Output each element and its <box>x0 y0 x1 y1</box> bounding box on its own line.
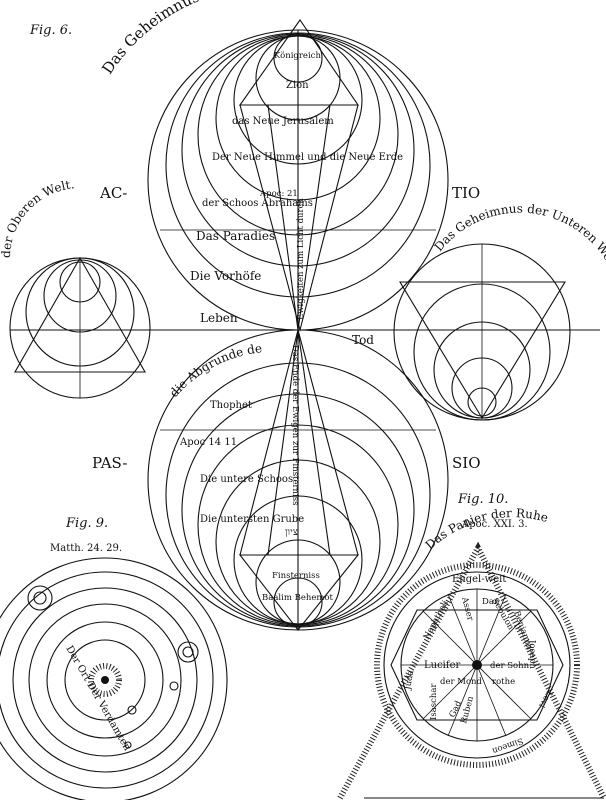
upper-world-diagram: der Oberen Welt. <box>0 177 151 399</box>
fig9-reference: Matth. 24. 29. <box>50 543 122 554</box>
fig10-label: Fig. 10. <box>457 492 508 507</box>
fig6-diagram: Fig. 6. Das Geheimnus der Natur <box>0 0 600 631</box>
label-tod: Tod <box>352 333 374 347</box>
label-untersten-grube: Die untersten Grube <box>200 514 304 525</box>
fig10-engel-welt: Engel-welt <box>452 574 506 585</box>
label-konigreich: Königreich <box>274 51 321 61</box>
label-neue-jerusalem: das Neue Jerusalem <box>232 116 334 127</box>
fig10-reference: Apoc. XXI. 3. <box>461 519 528 530</box>
passio-left: PAS- <box>92 454 127 472</box>
fig10-juda: Juda <box>403 670 416 692</box>
label-leben: Leben <box>200 311 238 325</box>
label-zion: Zion <box>286 80 309 91</box>
label-thophet: Thophet <box>210 400 252 411</box>
fig10-joseph: Joseph <box>527 639 537 669</box>
axis-text-up: Ewigkeiten zum Licht durch <box>296 198 306 320</box>
fig9-label: Fig. 9. <box>65 516 108 531</box>
lower-world-caption: Das Geheimnus der Unteren Welt. <box>431 202 606 274</box>
actio-left: AC- <box>99 184 127 202</box>
fig6-label: Fig. 6. <box>29 23 72 38</box>
actio-right: TIO <box>452 184 480 202</box>
side-words: AC- TIO PAS- SIO <box>92 184 481 472</box>
label-vorhofe: Die Vorhöfe <box>190 269 261 283</box>
fig10-levi: Levi <box>536 689 554 710</box>
fig10-mond: der Mond <box>440 677 483 687</box>
axis-text-down: Das Ende der Ewigen zur Finsterniss <box>290 345 300 505</box>
label-baalim: Baalim Behemot <box>262 593 334 603</box>
label-apoc-21: Apoc: 21 <box>259 189 298 199</box>
upper-world-caption: der Oberen Welt. <box>0 177 75 258</box>
label-paradies: Das Paradies <box>196 229 275 243</box>
fig10-asser: Asser <box>459 595 475 623</box>
fig10-sohn: der Sohn <box>490 661 530 671</box>
fig10-benjamin: Benjamin <box>511 610 534 652</box>
lower-world-diagram: Das Geheimnus der Unteren Welt. <box>393 202 606 421</box>
label-schoos-abrahams: der Schoos Abrahams <box>202 198 313 209</box>
fig10-lucifer: Lucifer <box>424 660 460 671</box>
fig10-dan: Dan <box>482 597 500 607</box>
passio-right: SIO <box>452 454 481 472</box>
label-apoc-14: Apoc 14 11 <box>179 437 237 448</box>
fig10-rothe: rothe <box>492 677 515 687</box>
label-finsterniss: Finsterniss <box>272 571 320 581</box>
fig6-title: Das Geheimnus der Natur <box>98 0 280 77</box>
fig10-isaschar: Isaschar <box>429 683 439 720</box>
label-hebrew: ציון <box>285 527 298 538</box>
label-neue-himmel: Der Neue Himmel und die Neue Erde <box>212 152 403 163</box>
fig9-center-text: Der Ort Der Verdamten <box>63 644 132 753</box>
label-untere-schoos: Die untere Schoos <box>200 474 293 485</box>
